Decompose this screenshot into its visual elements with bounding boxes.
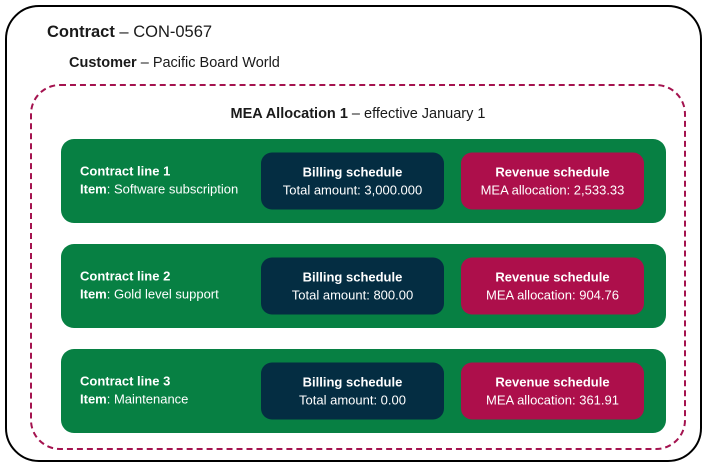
customer-value: Pacific Board World xyxy=(152,55,280,71)
contract-label: Contract xyxy=(47,23,115,41)
contract-line-item: Item: Gold level support xyxy=(80,286,219,304)
billing-schedule-amount: Total amount: 800.00 xyxy=(291,287,414,302)
mea-allocation-container: MEA Allocation 1 – effective January 1 C… xyxy=(30,84,686,450)
customer-heading: Customer – Pacific Board World xyxy=(69,55,280,71)
contract-line-item: Item: Software subscription xyxy=(80,181,238,199)
customer-label: Customer xyxy=(69,55,137,71)
item-value: Software subscription xyxy=(113,182,239,197)
contract-line-info: Contract line 2 Item: Gold level support xyxy=(80,268,219,305)
billing-schedule-title: Billing schedule xyxy=(302,374,403,390)
contract-line-row: Contract line 2 Item: Gold level support… xyxy=(61,244,666,328)
billing-schedule-title: Billing schedule xyxy=(302,164,403,180)
billing-schedule-title: Billing schedule xyxy=(302,269,403,285)
item-value: Gold level support xyxy=(113,287,219,302)
revenue-schedule-title: Revenue schedule xyxy=(495,164,610,180)
contract-line-name: Contract line 2 xyxy=(80,268,171,284)
revenue-schedule-card: Revenue schedule MEA allocation: 904.76 xyxy=(461,257,644,315)
item-label: Item xyxy=(80,182,107,197)
revenue-schedule-card: Revenue schedule MEA allocation: 2,533.3… xyxy=(461,152,644,210)
item-separator: : xyxy=(106,287,114,302)
item-value: Maintenance xyxy=(113,392,189,407)
contract-separator: – xyxy=(114,23,134,41)
contract-container: Contract – CON-0567 Customer – Pacific B… xyxy=(5,5,702,462)
revenue-schedule-amount: MEA allocation: 2,533.33 xyxy=(480,182,625,197)
contract-line-info: Contract line 1 Item: Software subscript… xyxy=(80,163,238,200)
item-separator: : xyxy=(106,182,114,197)
contract-line-row: Contract line 1 Item: Software subscript… xyxy=(61,139,666,223)
billing-schedule-card: Billing schedule Total amount: 800.00 xyxy=(261,257,444,315)
mea-allocation-heading: MEA Allocation 1 – effective January 1 xyxy=(32,106,684,122)
billing-schedule-card: Billing schedule Total amount: 3,000.000 xyxy=(261,152,444,210)
revenue-schedule-title: Revenue schedule xyxy=(495,374,610,390)
contract-line-row: Contract line 3 Item: Maintenance Billin… xyxy=(61,349,666,433)
contract-line-info: Contract line 3 Item: Maintenance xyxy=(80,373,188,410)
revenue-schedule-title: Revenue schedule xyxy=(495,269,610,285)
contract-value: CON-0567 xyxy=(133,23,213,41)
mea-allocation-separator: – xyxy=(347,106,365,122)
revenue-schedule-card: Revenue schedule MEA allocation: 361.91 xyxy=(461,362,644,420)
contract-line-item: Item: Maintenance xyxy=(80,391,188,409)
item-label: Item xyxy=(80,287,107,302)
revenue-schedule-amount: MEA allocation: 361.91 xyxy=(486,392,619,407)
mea-allocation-value: effective January 1 xyxy=(364,106,486,122)
item-separator: : xyxy=(106,392,114,407)
contract-heading: Contract – CON-0567 xyxy=(47,23,212,42)
revenue-schedule-amount: MEA allocation: 904.76 xyxy=(486,287,619,302)
billing-schedule-card: Billing schedule Total amount: 0.00 xyxy=(261,362,444,420)
item-label: Item xyxy=(80,392,107,407)
customer-separator: – xyxy=(136,55,153,71)
contract-line-name: Contract line 1 xyxy=(80,163,171,179)
mea-allocation-label: MEA Allocation 1 xyxy=(230,106,348,122)
billing-schedule-amount: Total amount: 3,000.000 xyxy=(282,182,423,197)
contract-line-name: Contract line 3 xyxy=(80,373,171,389)
billing-schedule-amount: Total amount: 0.00 xyxy=(299,392,406,407)
